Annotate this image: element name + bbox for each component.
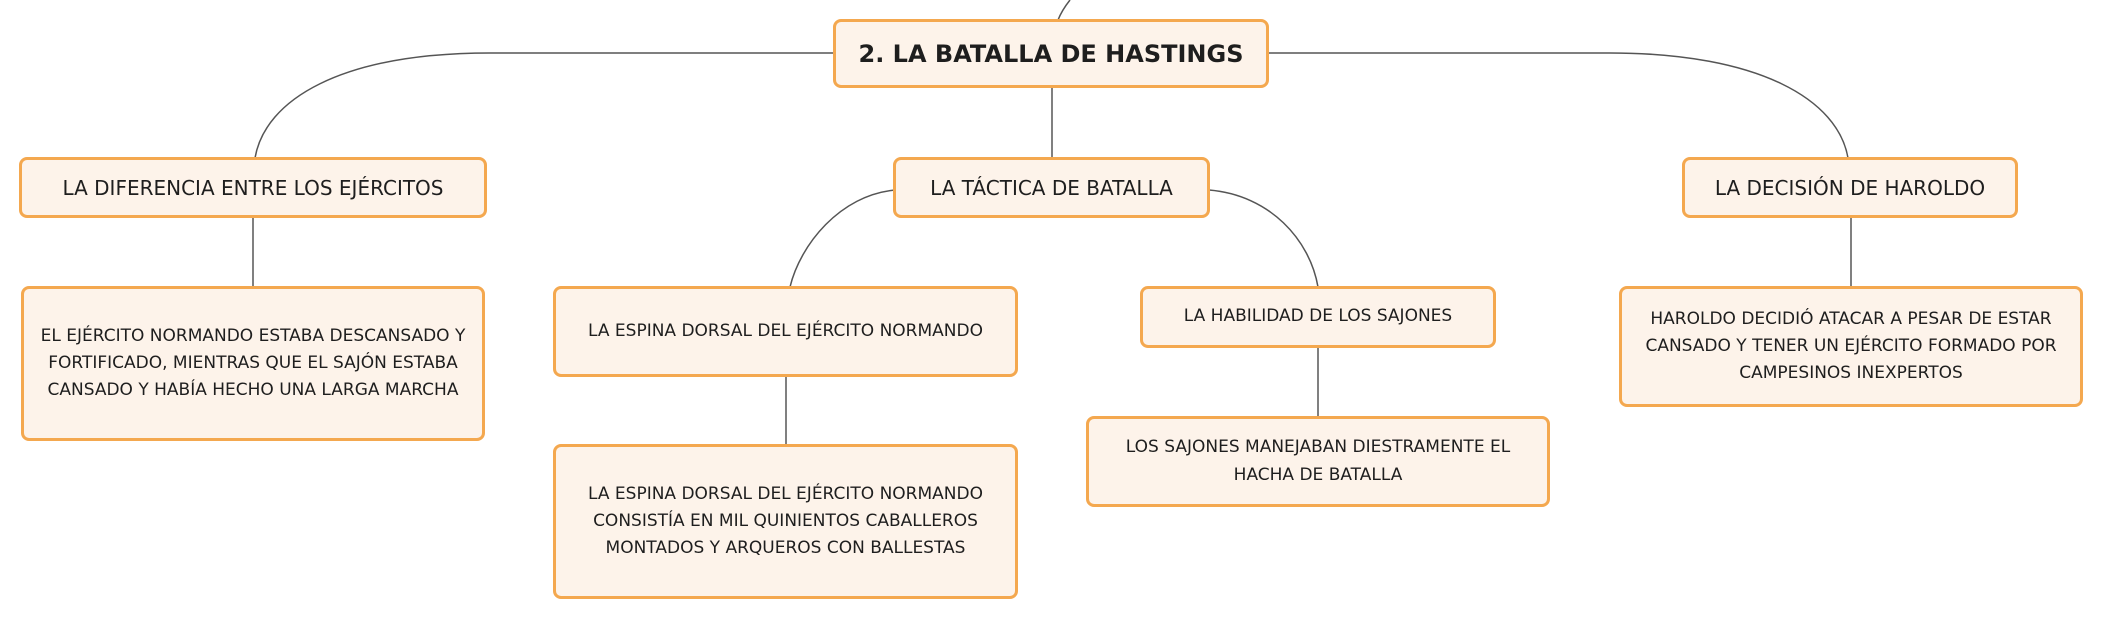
node-decision-label: LA DECISIÓN DE HAROLDO <box>1714 175 1986 200</box>
node-habilidad-detail[interactable]: LOS SAJONES MANEJABAN DIESTRAMENTE EL HA… <box>1086 416 1550 507</box>
node-espina[interactable]: LA ESPINA DORSAL DEL EJÉRCITO NORMANDO <box>553 286 1018 377</box>
root-title: 2. LA BATALLA DE HASTINGS <box>858 39 1244 68</box>
node-habilidad-detail-text: LOS SAJONES MANEJABAN DIESTRAMENTE EL HA… <box>1125 437 1511 485</box>
node-diferencia-detail-text: EL EJÉRCITO NORMANDO ESTABA DESCANSADO Y… <box>40 325 466 401</box>
node-tactica-label: LA TÁCTICA DE BATALLA <box>930 175 1173 200</box>
connector-tactica-habilidad <box>1208 189 1319 288</box>
node-tactica[interactable]: LA TÁCTICA DE BATALLA <box>893 157 1210 218</box>
node-diferencia[interactable]: LA DIFERENCIA ENTRE LOS EJÉRCITOS <box>19 157 487 218</box>
node-habilidad-label: LA HABILIDAD DE LOS SAJONES <box>1183 306 1453 327</box>
node-espina-detail[interactable]: LA ESPINA DORSAL DEL EJÉRCITO NORMANDO C… <box>553 444 1018 599</box>
connector-parent-root <box>1057 0 1071 21</box>
node-espina-label: LA ESPINA DORSAL DEL EJÉRCITO NORMANDO <box>588 320 983 341</box>
connector-tactica-espina <box>789 189 896 288</box>
node-diferencia-label: LA DIFERENCIA ENTRE LOS EJÉRCITOS <box>62 175 444 200</box>
node-diferencia-detail[interactable]: EL EJÉRCITO NORMANDO ESTABA DESCANSADO Y… <box>21 286 485 441</box>
node-decision[interactable]: LA DECISIÓN DE HAROLDO <box>1682 157 2018 218</box>
node-decision-detail[interactable]: HAROLDO DECIDIÓ ATACAR A PESAR DE ESTAR … <box>1619 286 2083 407</box>
root-node[interactable]: 2. LA BATALLA DE HASTINGS <box>833 19 1269 88</box>
connector-root-diferencia <box>254 52 833 159</box>
node-espina-detail-text: LA ESPINA DORSAL DEL EJÉRCITO NORMANDO C… <box>588 483 983 559</box>
node-habilidad[interactable]: LA HABILIDAD DE LOS SAJONES <box>1140 286 1496 348</box>
node-decision-detail-text: HAROLDO DECIDIÓ ATACAR A PESAR DE ESTAR … <box>1645 308 2057 384</box>
connector-root-decision <box>1269 52 1849 159</box>
